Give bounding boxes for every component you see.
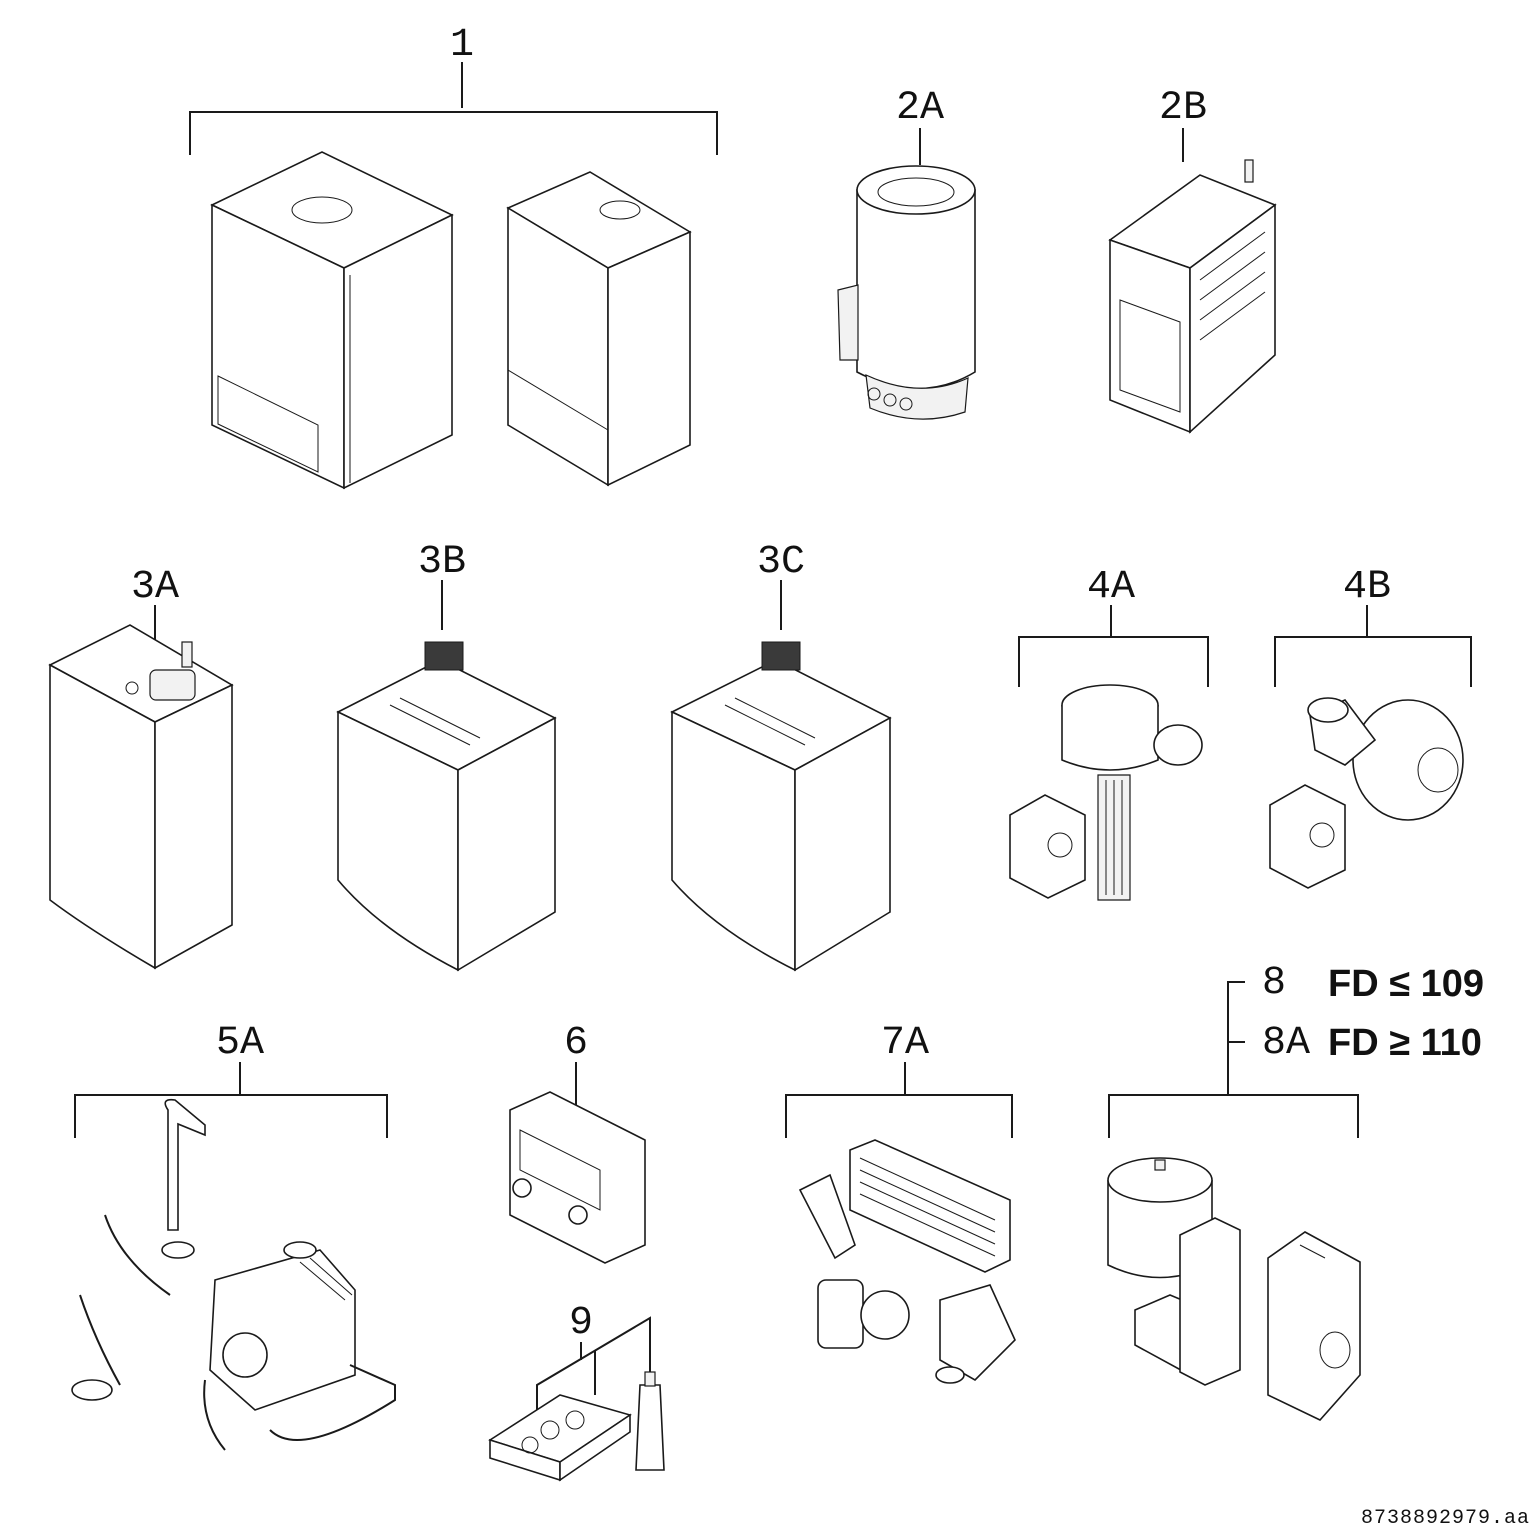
label-4a: 4A	[1087, 565, 1135, 610]
part-8-expansion-vessel-assembly: 8 FD ≤ 109 8A FD ≥ 110	[1107, 961, 1484, 1421]
label-9: 9	[569, 1301, 593, 1346]
part-3c-hydraulic-casing: 3C	[670, 540, 892, 972]
label-1: 1	[450, 23, 474, 68]
label-6: 6	[564, 1021, 588, 1066]
label-3b: 3B	[418, 540, 466, 585]
label-8: 8	[1262, 961, 1286, 1006]
label-3c: 3C	[757, 540, 805, 585]
part-6-control-unit: 6	[509, 1021, 646, 1264]
part-4a-fan-gas-valve: 4A	[1009, 565, 1209, 901]
part-3a-hydraulic-casing: 3A	[48, 565, 234, 970]
part-3b-hydraulic-casing: 3B	[336, 540, 557, 972]
part-1-casing-covers: 1	[189, 23, 718, 490]
fd-condition-8: FD ≤ 109	[1328, 963, 1484, 1005]
label-8a: 8A	[1262, 1021, 1310, 1066]
label-4b: 4B	[1343, 565, 1391, 610]
label-3a: 3A	[131, 565, 179, 610]
part-9-small-parts-kit: 9	[488, 1301, 665, 1482]
part-5a-hydraulic-block: 5A	[71, 1021, 396, 1451]
label-2b: 2B	[1159, 86, 1207, 131]
label-2a: 2A	[896, 86, 944, 131]
document-id: 8738892979.aa	[1361, 1507, 1530, 1530]
part-4b-fan-gas-valve: 4B	[1269, 565, 1472, 889]
label-7a: 7A	[881, 1021, 929, 1066]
fd-condition-8a: FD ≥ 110	[1328, 1022, 1482, 1064]
part-2a-heat-cell: 2A	[837, 86, 976, 420]
label-5a: 5A	[216, 1021, 264, 1066]
part-2b-heat-exchanger: 2B	[1108, 86, 1277, 434]
part-7a-plate-heat-exchanger-assembly: 7A	[785, 1021, 1016, 1384]
